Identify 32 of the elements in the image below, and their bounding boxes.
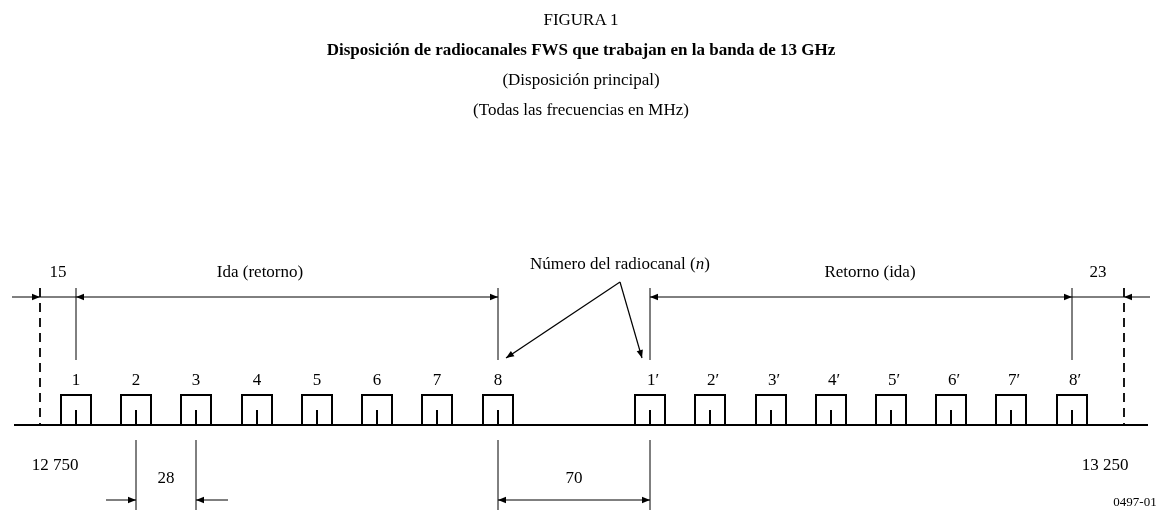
channel-number: 1′ [646,370,660,390]
channel-number: 7 [432,370,442,390]
channel-number: 5′ [887,370,901,390]
dimension-value: 23 [1089,262,1107,282]
channel-number-caption: Número del radiocanal (n) [530,254,710,274]
band-label: Retorno (ida) [824,262,916,282]
channel-number: 4′ [827,370,841,390]
channel-number: 2′ [706,370,720,390]
channel-number: 1 [71,370,81,390]
dimension-value: 28 [157,468,175,488]
figure-number: FIGURA 1 [543,10,619,30]
dimension-value: 70 [565,468,583,488]
units-note: (Todas las frecuencias en MHz) [473,100,689,120]
frequency-value: 13 250 [1081,455,1129,475]
band-label: Ida (retorno) [216,262,304,282]
leader-arrow [505,281,621,359]
figure-code: 0497-01 [1113,493,1157,511]
figure-title: Disposición de radiocanales FWS que trabajan en la banda de 13 GHz [326,40,836,60]
channel-number: 8′ [1068,370,1082,390]
channel-number: 3′ [767,370,781,390]
channel-number: 7′ [1007,370,1021,390]
channel-number: 5 [312,370,322,390]
channel-number: 2 [131,370,141,390]
leader-arrow [619,281,643,359]
frequency-value: 12 750 [31,455,79,475]
channel-number: 6 [372,370,382,390]
channel-number: 4 [252,370,262,390]
subtitle: (Disposición principal) [502,70,660,90]
dimension-value: 15 [49,262,67,282]
channel-number: 8 [493,370,503,390]
channel-number: 6′ [947,370,961,390]
channel-number: 3 [191,370,201,390]
